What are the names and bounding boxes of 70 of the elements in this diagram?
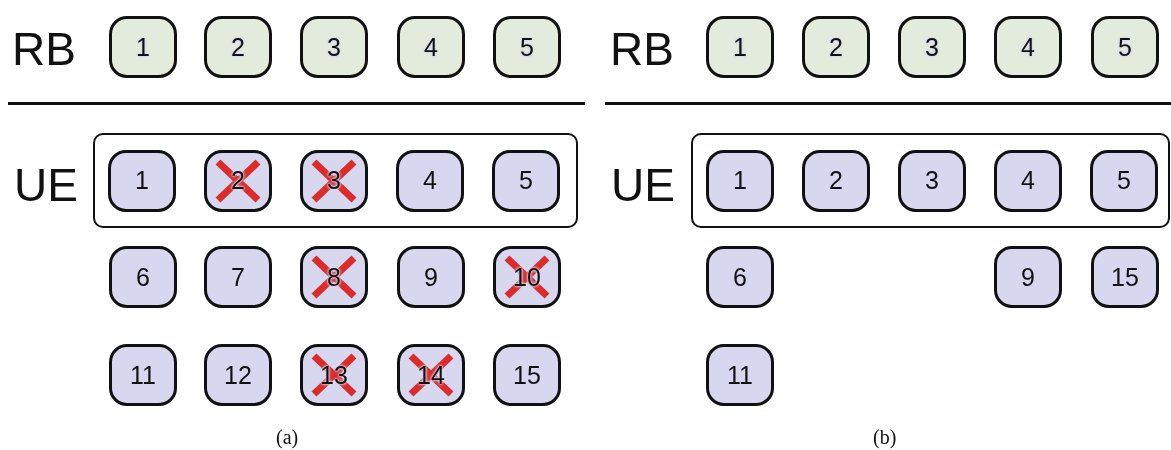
block-number: 1 [733, 166, 747, 195]
block-number: 6 [136, 262, 150, 292]
ue-block-box [994, 149, 1062, 212]
ue-block-box [109, 246, 177, 308]
block-number: 5 [1117, 166, 1131, 195]
ue-block-box [204, 246, 272, 308]
ue-block-box [204, 344, 272, 406]
ue-block-box [994, 246, 1062, 308]
block-number: 11 [727, 360, 753, 390]
block-number: 1 [733, 32, 747, 62]
resource-block-box [109, 16, 177, 78]
resource-block-box [397, 16, 465, 78]
block-number: 4 [424, 32, 438, 62]
ue-block-box [396, 149, 464, 212]
block-number: 5 [1118, 32, 1132, 62]
block-number: 3 [925, 166, 939, 195]
block-number: 15 [513, 360, 541, 390]
block-number: 7 [231, 262, 245, 292]
block-number: 1 [135, 166, 149, 195]
row-label: UE [14, 162, 78, 208]
block-number: 8 [327, 262, 341, 292]
block-number: 2 [829, 166, 843, 195]
resource-block-box [898, 16, 966, 78]
group-frame [93, 133, 578, 228]
ue-block-box [802, 149, 870, 212]
group-frame [691, 133, 1170, 228]
block-number: 2 [231, 166, 245, 195]
subfigure-caption: (b) [873, 426, 897, 449]
block-number: 12 [224, 360, 252, 390]
block-number: 9 [424, 262, 438, 292]
block-number: 1 [136, 32, 150, 62]
block-number: 15 [1111, 262, 1139, 292]
block-number: 2 [231, 32, 245, 62]
block-number: 3 [327, 32, 341, 62]
resource-block-box [493, 16, 561, 78]
block-number: 4 [1021, 32, 1035, 62]
row-label: UE [611, 162, 675, 208]
resource-block-box [802, 16, 870, 78]
block-number: 4 [1021, 166, 1035, 195]
resource-block-box [204, 16, 272, 78]
resource-block-box [1091, 16, 1159, 78]
ue-block-box [493, 344, 561, 406]
ue-block-box [108, 149, 176, 212]
ue-block-box [706, 344, 774, 406]
ue-block-box [1090, 149, 1158, 212]
block-number: 5 [520, 32, 534, 62]
block-number: 11 [130, 360, 156, 390]
block-number: 9 [1021, 262, 1035, 292]
resource-block-box [300, 16, 368, 78]
ue-block-box [109, 344, 177, 406]
block-number: 6 [733, 262, 747, 292]
subfigure-caption: (a) [276, 426, 299, 449]
ue-block-box [1091, 246, 1159, 308]
ue-block-box [204, 149, 272, 212]
row-label: RB [12, 26, 76, 72]
row-label: RB [610, 26, 674, 72]
ue-block-box [397, 246, 465, 308]
ue-block-box [300, 246, 368, 308]
block-number: 2 [829, 32, 843, 62]
ue-block-box [300, 149, 368, 212]
ue-block-box [898, 149, 966, 212]
block-number: 5 [519, 166, 533, 195]
block-number: 3 [327, 166, 341, 195]
ue-block-box [706, 149, 774, 212]
ue-block-box [492, 149, 560, 212]
resource-block-box [706, 16, 774, 78]
block-number: 4 [423, 166, 437, 195]
block-number: 3 [925, 32, 939, 62]
resource-block-box [994, 16, 1062, 78]
ue-block-box [706, 246, 774, 308]
